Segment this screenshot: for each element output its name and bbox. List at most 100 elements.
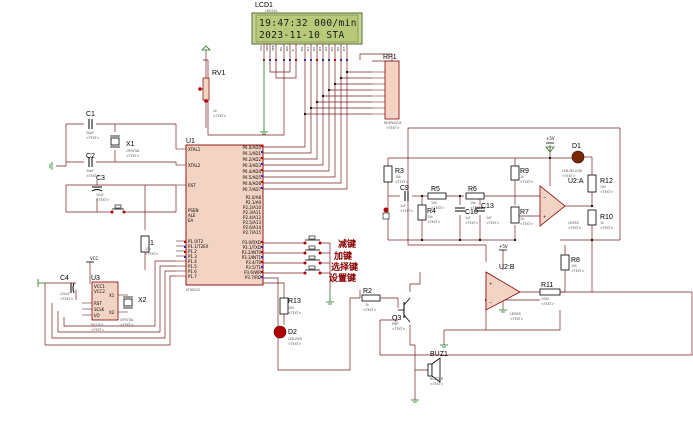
c10-capacitor[interactable]: C10 1uF <TEXT> [455, 207, 479, 225]
c3-ref: C3 [96, 175, 105, 182]
r7-value: 1k [520, 217, 524, 221]
u1-pin-p3-0: P3.0/RXD [242, 240, 261, 245]
u1-pin-p2-0: P2.0/A8 [246, 195, 262, 200]
c4-ref: C4 [60, 275, 69, 282]
r2-ref: R2 [363, 288, 372, 295]
svg-text:+5V: +5V [546, 136, 555, 141]
u1-pin-p1-6: P1.6 [188, 269, 197, 274]
r5-resistor[interactable]: R5 10k <TEXT> [427, 186, 447, 210]
x2-value: CRYSTAL [120, 318, 134, 322]
r6-value: 10k [470, 201, 476, 205]
r1-resistor[interactable]: R1 10k <TEXT> [140, 235, 159, 256]
u1-pin-p0-2: P0.2/AD2 [243, 157, 262, 162]
c13-ref: C13 [481, 203, 494, 210]
c9-ref: C9 [400, 185, 409, 192]
sensor-input[interactable] [382, 207, 390, 220]
plus5v-top: +5V [546, 136, 555, 144]
r8-ref: R8 [571, 257, 580, 264]
r6-ref: R6 [468, 186, 477, 193]
u3-pin-rst: RST [94, 301, 102, 306]
x2-text: <TEXT> [120, 323, 134, 327]
svg-text:−: − [543, 195, 546, 200]
c1-capacitor[interactable]: C1 30pF <TEXT> [86, 111, 100, 140]
r9-resistor[interactable]: R9 1k <TEXT> [510, 165, 534, 184]
oscillator-wires [56, 123, 177, 270]
u3-pin-sclk: SCLK [94, 307, 105, 312]
c13-capacitor[interactable]: C13 1uF <TEXT> [475, 203, 500, 225]
rp1-resistor-pack[interactable]: RP1 RESPACK-8 <TEXT> [372, 54, 401, 130]
c10-value: 1uF [465, 216, 471, 220]
q3-transistor[interactable]: Q3 PNP <TEXT> [392, 297, 411, 331]
u1-pin-p3-6: P3.6/WR [244, 270, 261, 275]
d1-led[interactable]: D1 LED-YELLOW <TEXT> [562, 143, 593, 178]
u1-microcontroller[interactable]: U1 AT89C52 XTAL1 XTAL2 RST PSEN ALE EA P… [176, 138, 264, 292]
button-select[interactable]: 选择键 [303, 255, 360, 273]
speaker-icon [431, 357, 441, 383]
c2-value: 30pF [86, 169, 94, 173]
lcd-pin-d3: D3 [318, 47, 322, 51]
c4-capacitor[interactable]: C4 220uF <TEXT> [60, 275, 75, 301]
ground-symbol-osc [49, 162, 53, 170]
u2b-model: LM358 [510, 312, 521, 316]
r10-resistor[interactable]: R10 1k <TEXT> [587, 209, 614, 230]
rv1-body [202, 77, 210, 101]
button-inc[interactable]: 加键 [303, 245, 354, 262]
r10-value: 1k [600, 221, 604, 225]
reset-button[interactable] [105, 204, 130, 214]
u2b-opamp[interactable]: U2:B + − LM358 <TEXT> [485, 264, 524, 321]
buz1-value: BUZZER [430, 377, 444, 381]
u3-rtc-chip[interactable]: U3 VCC1 VCC2 RST SCLK I/O X1 X2 DS1302 <… [82, 275, 128, 332]
d2-ref: D2 [288, 329, 297, 336]
rv1-text: <TEXT> [213, 114, 227, 118]
rv1-potentiometer[interactable]: RV1 1k <TEXT> [198, 45, 227, 128]
plus5v-bottom: +5V [499, 244, 508, 251]
r12-value: 100 [600, 185, 606, 189]
r13-value: 100 [288, 306, 294, 310]
u1-pin-p0-6: P0.6/AD6 [243, 181, 262, 186]
x2-crystal[interactable]: X2 CRYSTAL <TEXT> [120, 296, 147, 327]
u1-pin-rst: RST [188, 183, 196, 188]
x1-crystal[interactable]: X1 CRYSTAL <TEXT> [110, 135, 140, 158]
u2a-opamp[interactable]: U2:A − + LM358 <TEXT> [539, 178, 584, 230]
r7-resistor[interactable]: R7 1k <TEXT> [510, 206, 534, 226]
u3-pin-io: I/O [94, 313, 100, 318]
lcd-pin-d5: D5 [330, 47, 334, 51]
r8-resistor[interactable]: R8 10k <TEXT> [560, 254, 585, 273]
u1-pin-p3-4: P3.4/T0 [246, 260, 262, 265]
u1-pin-p0-4: P0.4/AD4 [243, 169, 262, 174]
r9-ref: R9 [520, 168, 529, 175]
r2-resistor[interactable]: R2 1k <TEXT> [361, 288, 381, 312]
r3-resistor[interactable]: R3 10k <TEXT> [383, 165, 409, 184]
analog-wires [387, 127, 692, 345]
u1-pin-p2-2: P2.2/A10 [243, 205, 261, 210]
rv1-ref: RV1 [212, 70, 226, 77]
u1-pin-p3-1: P3.1/TXD [243, 245, 261, 250]
d2-led[interactable]: D2 LED-RED <TEXT> [273, 325, 303, 346]
r10-ref: R10 [600, 214, 613, 221]
svg-text:+5V: +5V [499, 244, 508, 249]
c2-capacitor[interactable]: C2 30pF <TEXT> [86, 153, 100, 178]
buz1-text: <TEXT> [430, 382, 444, 386]
r11-resistor[interactable]: R11 100k <TEXT> [539, 282, 561, 306]
button-set-label: 设置键 [329, 272, 357, 284]
r13-text: <TEXT> [288, 311, 302, 315]
lcd-display[interactable]: LCD1 LM016L 19:47:32 000/min 2023-11-10 … [251, 2, 363, 61]
button-dec[interactable]: 减键 [303, 235, 358, 250]
button-set[interactable]: 设置键 [303, 265, 358, 284]
r4-resistor[interactable]: R4 10k <TEXT> [417, 204, 441, 224]
x1-value: CRYSTAL [126, 149, 140, 153]
lcd-pin-d7: D7 [342, 47, 346, 51]
u3-pin-x2: X2 [109, 310, 115, 315]
buz1-buzzer[interactable]: BUZ1 BUZZER <TEXT> [427, 351, 448, 386]
r12-resistor[interactable]: R12 100 <TEXT> [587, 174, 614, 194]
u1-pin-p1-4: P1.4 [188, 259, 197, 264]
r3-text: <TEXT> [395, 180, 409, 184]
r13-resistor[interactable]: R13 100 <TEXT> [279, 297, 302, 325]
r4-ref: R4 [427, 208, 436, 215]
r1-ref: R1 [145, 240, 154, 247]
c9-capacitor[interactable]: C9 1uF <TEXT> [400, 185, 414, 213]
c3-capacitor[interactable]: C3 10uF <TEXT> [91, 175, 110, 202]
u1-pin-p0-3: P0.3/AD3 [243, 163, 262, 168]
d1-led-icon [571, 150, 585, 164]
